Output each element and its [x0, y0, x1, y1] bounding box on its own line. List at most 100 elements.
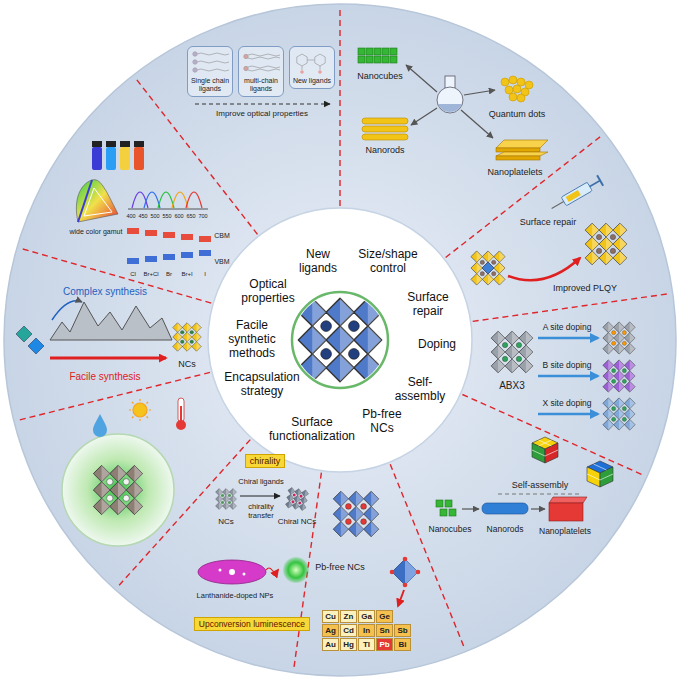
- vial-sketch: [92, 141, 102, 147]
- vial-sketch: [92, 141, 144, 170]
- product-arrow: [464, 90, 495, 95]
- assembly-arrow: [531, 508, 545, 509]
- node-text: Cd: [341, 625, 356, 636]
- nanocube-sketch: [358, 48, 365, 55]
- spectrum-plot: [132, 192, 148, 208]
- nanoparticle-sketch: [229, 569, 235, 575]
- quantum-dot-sketch: [509, 76, 517, 84]
- caption-text: Lanthanide-doped NPs: [197, 592, 274, 601]
- nanocube-sketch: [358, 48, 397, 63]
- caption-text: Quantum dots: [489, 109, 546, 119]
- nanorod-sketch: [362, 134, 408, 140]
- band-label: VBM: [214, 258, 229, 266]
- doping-arrow: [538, 337, 598, 340]
- band-diagram: [145, 230, 157, 236]
- nanoplatelet-sketch: [496, 148, 540, 152]
- nanocube-sketch: [436, 500, 443, 507]
- spectrum-plot: [186, 192, 202, 208]
- flask-sketch: [437, 87, 463, 113]
- sector-divider: [473, 294, 671, 322]
- nanoplatelet-sketch: [496, 152, 548, 156]
- node-text: Sn: [377, 625, 392, 636]
- element-tile: Hg: [340, 638, 357, 651]
- node-text: New ligands: [292, 77, 332, 85]
- caption-text: Nanoplatelets: [488, 167, 543, 177]
- sector-divider: [446, 134, 604, 257]
- nanorod-sketch: [362, 118, 408, 124]
- element-tile: Sb: [394, 624, 411, 637]
- node-text: In: [359, 625, 374, 636]
- node-text: Single chain ligands: [190, 77, 230, 93]
- syringe: [590, 181, 600, 187]
- nanocube-sketch: [358, 56, 365, 63]
- node-text: Pb: [377, 639, 392, 650]
- doping-arrow: [538, 375, 598, 378]
- transfer-arrow: [240, 496, 280, 497]
- caption-text: B site doping: [542, 361, 591, 371]
- quantum-dot-sketch: [501, 76, 533, 102]
- band-label: CBM: [214, 232, 230, 240]
- nc-lattice: [173, 323, 201, 351]
- sector-label: Facile synthetic methods: [222, 319, 282, 360]
- sun-icon: [147, 417, 149, 419]
- sector-divider: [134, 77, 257, 235]
- band-diagram: [181, 234, 193, 240]
- band-diagram: [199, 236, 211, 242]
- lattice-sketch: [482, 262, 494, 274]
- nanoplatelet-sketch: [496, 140, 548, 148]
- node-text: Bi: [395, 639, 410, 650]
- sun-icon: [139, 419, 140, 421]
- node-text: Zn: [341, 611, 356, 622]
- nanocube-sketch: [390, 56, 397, 63]
- axis-tick: 650: [186, 213, 195, 219]
- nanoparticle-sketch: [219, 569, 246, 576]
- caption-text: NCs: [218, 517, 234, 526]
- nanoplatelet-sketch: [549, 497, 587, 503]
- nanorod-sketch: [362, 126, 408, 132]
- caption-text: Improved PLQY: [553, 283, 617, 293]
- nanorod-sketch: [362, 118, 408, 140]
- band-diagram: [181, 252, 193, 258]
- doping-lattice: [603, 360, 635, 392]
- vial-sketch: [106, 141, 116, 147]
- sector-label: Surface functionalization: [262, 416, 362, 444]
- caption-text: wide color gamut: [70, 228, 123, 236]
- sector-divider: [16, 6, 671, 671]
- lattice-sketch: [471, 251, 505, 285]
- element-tile: In: [358, 624, 375, 637]
- nanorod-sketch: [482, 503, 528, 514]
- sector-divider: [339, 6, 340, 206]
- nanoplatelet-sketch: [549, 497, 587, 521]
- axis-tick: 400: [126, 213, 135, 219]
- chiral-lattice: [285, 487, 309, 511]
- band-diagram: [163, 232, 175, 238]
- dashed-arrow: [195, 104, 330, 105]
- sector-divider: [462, 395, 645, 476]
- syringe: [549, 175, 603, 213]
- facile-arrow: [50, 357, 166, 360]
- axis-tick: 700: [198, 213, 207, 219]
- octahedron-sketch: [392, 559, 418, 585]
- assembly-arrow: [462, 508, 479, 509]
- quantum-dot-sketch: [509, 93, 517, 101]
- node-text: Ag: [323, 625, 338, 636]
- caption-text: Chiral NCs: [278, 517, 317, 526]
- thermometer-icon: [176, 398, 186, 430]
- caption-text: Nanoplatelets: [539, 527, 591, 537]
- node-text: Au: [323, 639, 338, 650]
- water-drop: [93, 414, 107, 437]
- axis-tick: 600: [174, 213, 183, 219]
- sun-icon: [139, 399, 140, 401]
- node-text: Sb: [395, 625, 410, 636]
- nanoparticle-sketch: [219, 569, 222, 572]
- caption-text: Facile synthesis: [69, 371, 140, 383]
- quantum-dot-sketch: [517, 94, 525, 102]
- sector-divider: [390, 464, 465, 650]
- complex-route: [50, 302, 172, 340]
- caption-text: Nanocubes: [357, 71, 403, 81]
- caption-text: Complex synthesis: [63, 286, 147, 298]
- product-arrow: [406, 65, 437, 92]
- sector-label: New ligands: [288, 248, 348, 276]
- chiral-lattice: [216, 489, 237, 510]
- lattice-sketch: [585, 223, 627, 265]
